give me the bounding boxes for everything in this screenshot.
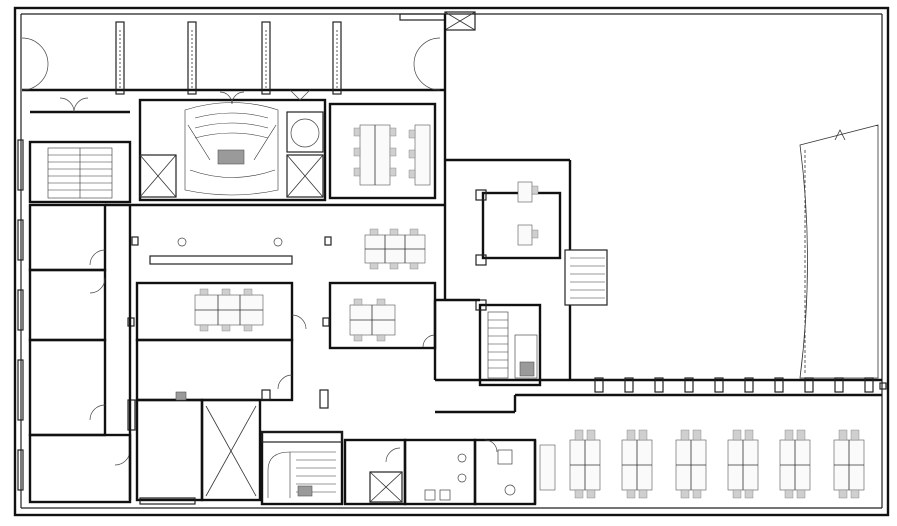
window-mullions-right (594, 377, 874, 393)
central-corridor (131, 228, 426, 270)
desk-row-south (539, 429, 865, 499)
entrance-hall (21, 11, 476, 95)
desk-dividers-south (570, 440, 864, 490)
office-lower-east (515, 382, 887, 504)
interior-partitions (105, 160, 570, 500)
desk-cluster-upper (353, 124, 431, 186)
office-small-east (481, 181, 562, 260)
open-hall-right (443, 14, 882, 393)
desk-cluster-corridor (364, 228, 426, 270)
desk-chairs-south (574, 429, 860, 499)
stair-east (564, 249, 608, 306)
wc-services (343, 438, 537, 506)
rooms-south-west (127, 338, 329, 505)
meeting-room-central (322, 281, 437, 350)
stair-left (28, 97, 132, 204)
grand-staircase (138, 89, 327, 202)
building-envelope (13, 6, 890, 517)
rooms-west (17, 139, 132, 504)
meeting-room-west (127, 281, 307, 342)
stair-core-east (475, 189, 542, 387)
stair-south (260, 430, 344, 506)
office-upper (328, 102, 437, 200)
